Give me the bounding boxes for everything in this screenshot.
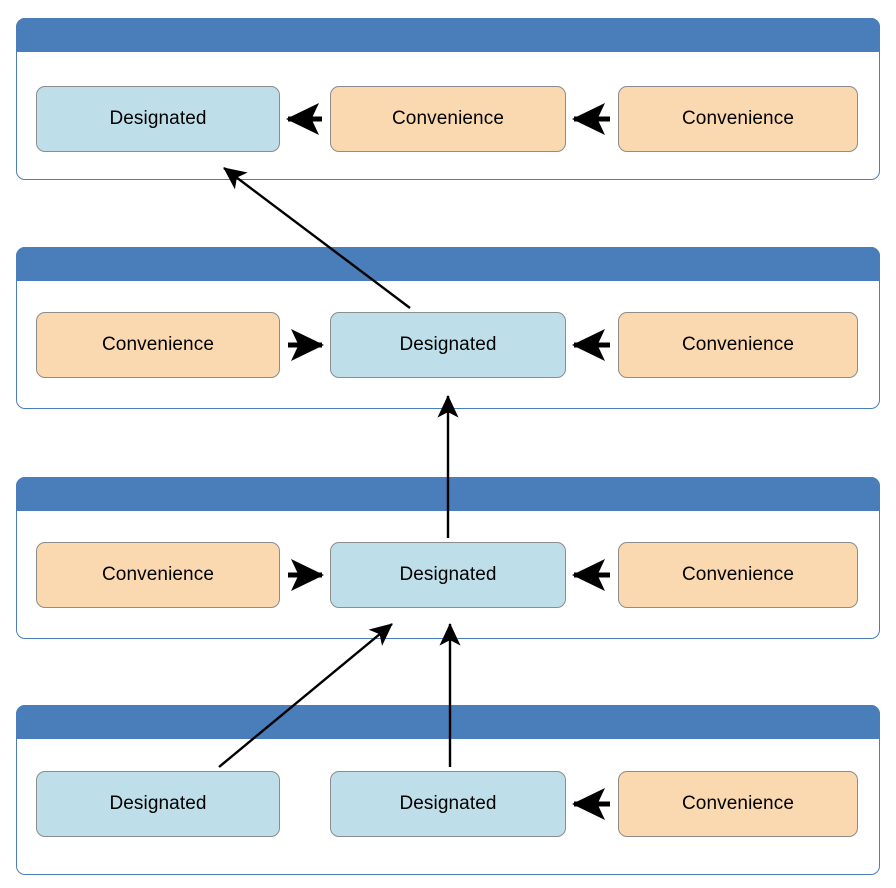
node-convenience[interactable]: Convenience [618,542,858,608]
node-label: Convenience [681,108,794,129]
node-label: Convenience [101,564,214,585]
node-label: Convenience [681,793,794,814]
node-convenience[interactable]: Convenience [36,542,280,608]
node-convenience[interactable]: Convenience [618,86,858,152]
node-label: Designated [399,334,497,355]
node-label: Designated [399,793,497,814]
node-label: Convenience [681,334,794,355]
node-designated[interactable]: Designated [330,771,566,837]
node-label: Convenience [101,334,214,355]
lane-header-3 [16,477,880,511]
node-designated[interactable]: Designated [36,771,280,837]
lane-header-4 [16,705,880,739]
node-label: Designated [109,108,207,129]
node-label: Convenience [681,564,794,585]
node-label: Convenience [391,108,504,129]
node-label: Designated [109,793,207,814]
node-label: Designated [399,564,497,585]
node-convenience[interactable]: Convenience [36,312,280,378]
node-convenience[interactable]: Convenience [618,771,858,837]
node-designated[interactable]: Designated [330,542,566,608]
lane-header-2 [16,247,880,281]
node-convenience[interactable]: Convenience [618,312,858,378]
node-designated[interactable]: Designated [36,86,280,152]
node-designated[interactable]: Designated [330,312,566,378]
node-convenience[interactable]: Convenience [330,86,566,152]
lane-header-1 [16,18,880,52]
